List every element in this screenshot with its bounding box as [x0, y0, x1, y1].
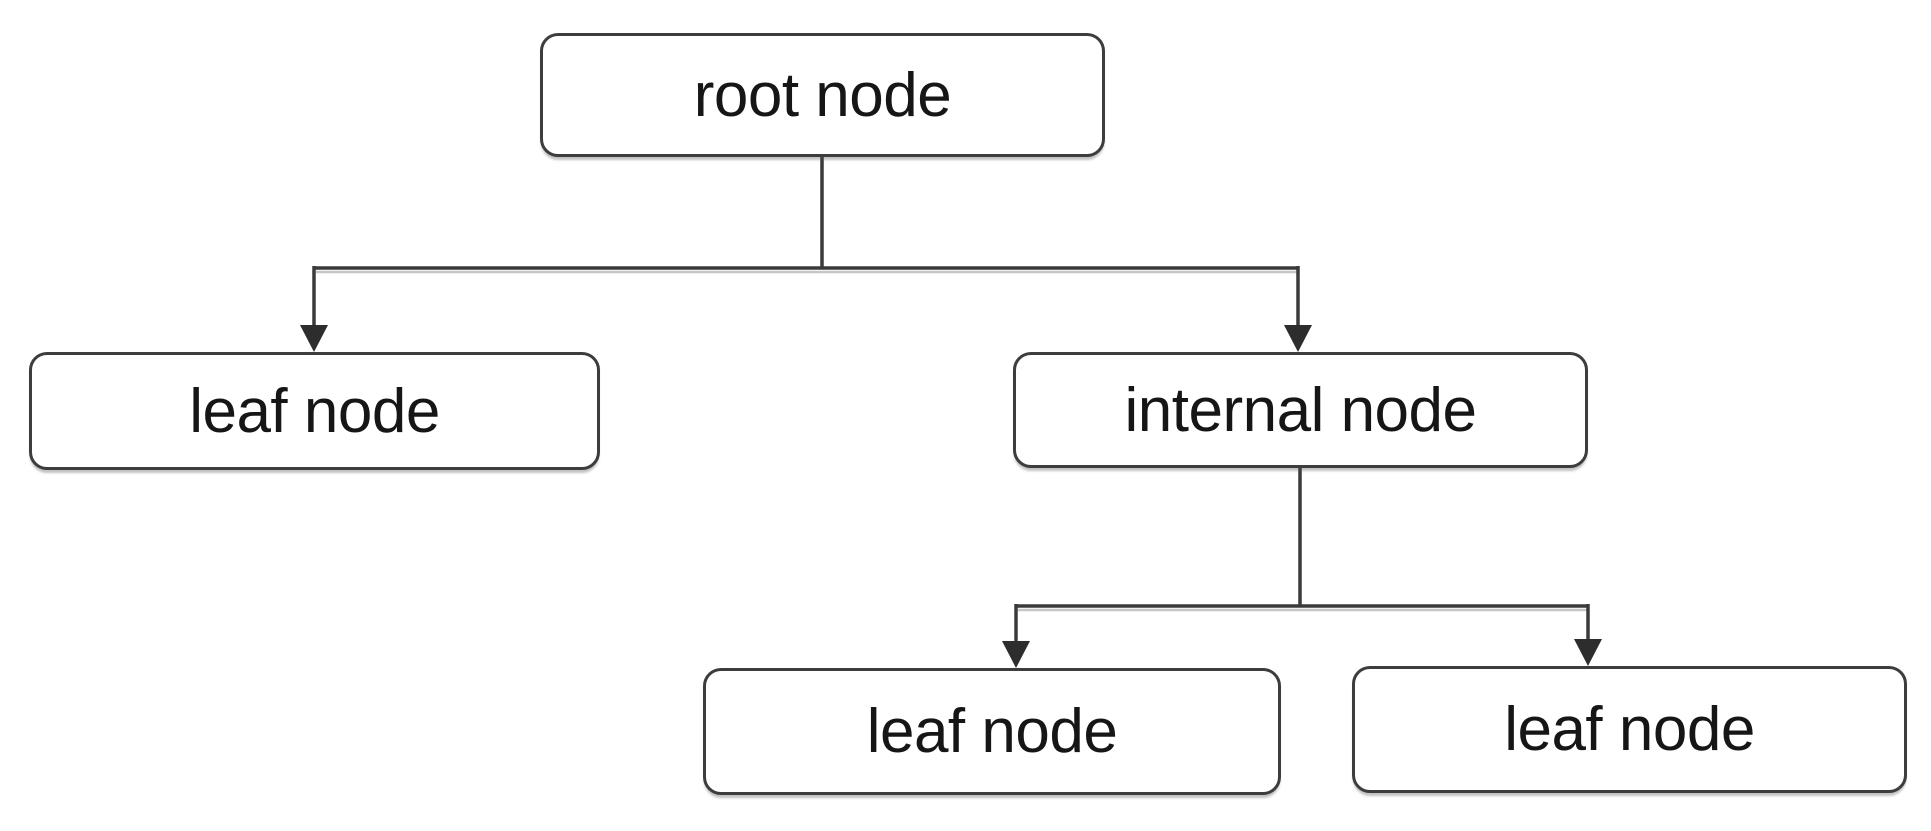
arrowhead-icon	[300, 325, 328, 352]
node-child-leaf-right-label: leaf node	[1504, 695, 1755, 764]
node-leaf-left: leaf node	[29, 352, 600, 470]
node-root: root node	[540, 33, 1105, 157]
node-child-leaf-left-label: leaf node	[866, 697, 1118, 766]
node-leaf-left-label: leaf node	[189, 376, 440, 446]
node-child-leaf-left: leaf node	[703, 668, 1281, 795]
arrowhead-icon	[1574, 639, 1602, 666]
node-internal-label: internal node	[1124, 375, 1478, 445]
node-child-leaf-right: leaf node	[1352, 666, 1907, 793]
arrowhead-icon	[1002, 641, 1030, 668]
arrowhead-icon	[1284, 325, 1312, 352]
node-root-label: root node	[693, 60, 952, 130]
node-internal: internal node	[1013, 352, 1588, 468]
